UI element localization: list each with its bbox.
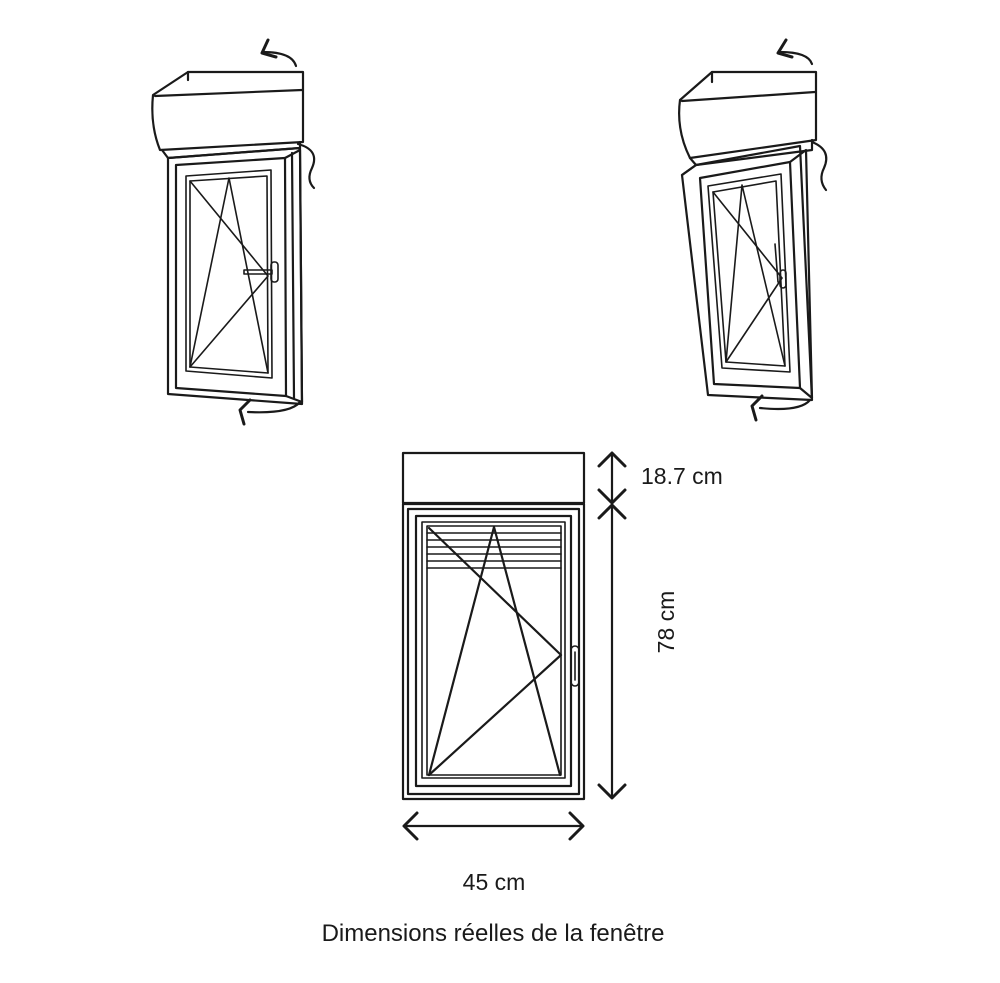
window-handle-icon	[774, 243, 787, 289]
diagram-caption: Dimensions réelles de la fenêtre	[322, 920, 665, 947]
box-height-label: 18.7 cm	[641, 463, 723, 489]
blind-slats	[426, 532, 562, 569]
curved-rotate-arrow-icon	[238, 398, 302, 426]
glass-pane-front	[421, 521, 566, 779]
window-frame-left	[166, 146, 304, 406]
shutter-box-left	[151, 70, 305, 152]
glass-pane-right	[707, 173, 791, 373]
window-tilt-open-illustration	[678, 38, 828, 422]
shutter-box-front	[401, 451, 586, 505]
window-front-view	[401, 451, 586, 801]
window-frame-front	[401, 502, 586, 801]
window-handle-icon	[243, 261, 279, 283]
window-turn-open-illustration	[151, 38, 316, 426]
double-headed-arrow-icon	[402, 811, 585, 841]
curved-rotate-arrow-icon	[776, 38, 814, 66]
window-handle-icon	[570, 645, 580, 687]
curved-rotate-arrow-icon	[750, 394, 812, 422]
curved-rotate-arrow-icon	[260, 38, 298, 68]
double-headed-arrow-icon	[597, 503, 627, 800]
double-headed-arrow-icon	[597, 451, 627, 505]
window-width-label: 45 cm	[463, 869, 526, 895]
window-height-label: 78 cm	[653, 591, 679, 654]
shutter-box-right	[678, 70, 818, 160]
glass-pane-left	[185, 169, 273, 379]
